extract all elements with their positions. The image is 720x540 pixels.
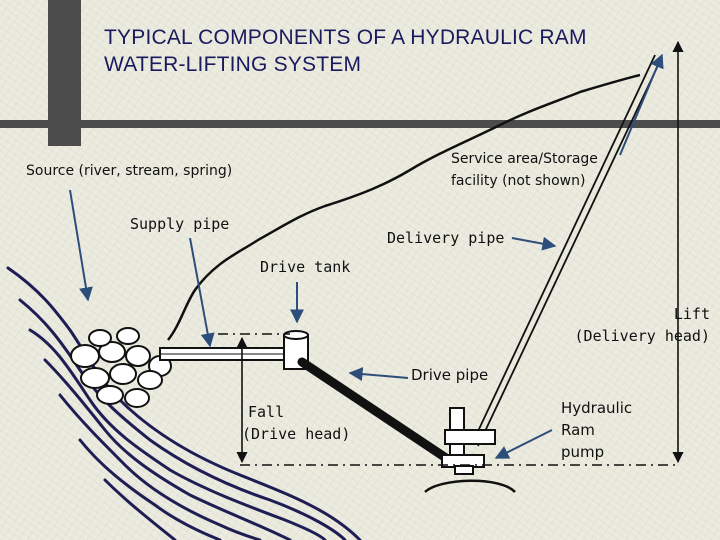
callout-arrows xyxy=(69,53,664,459)
label-ram-pump-line-2: Ram xyxy=(561,421,595,439)
label-drive-pipe: Drive pipe xyxy=(411,366,489,384)
lift-dimension xyxy=(240,40,684,466)
fall-dimension xyxy=(218,333,290,464)
hillside-profile xyxy=(167,73,641,341)
arrow-ram-pump xyxy=(494,429,553,459)
label-supply-pipe: Supply pipe xyxy=(130,215,230,233)
label-drive-tank: Drive tank xyxy=(260,258,351,276)
label-service-area-line-1: Service area/Storage xyxy=(451,151,598,167)
supply-pipe-drawing xyxy=(159,347,289,361)
stream-flow xyxy=(6,266,362,540)
arrow-source xyxy=(69,189,93,302)
label-ram-pump: Hydraulic Ram pump xyxy=(561,397,632,463)
arrow-supply-pipe xyxy=(189,237,215,348)
label-lift: Lift (Delivery head) xyxy=(553,303,710,347)
label-lift-line-2: (Delivery head) xyxy=(574,327,710,345)
drive-pipe-drawing xyxy=(297,357,457,467)
page-title: TYPICAL COMPONENTS OF A HYDRAULIC RAM WA… xyxy=(104,24,684,78)
decorative-horizontal-bar xyxy=(0,120,720,128)
ram-pump-drawing xyxy=(424,407,516,493)
label-fall-line-1: Fall xyxy=(248,403,285,421)
arrow-delivery-pipe xyxy=(511,236,557,251)
label-source: Source (river, stream, spring) xyxy=(26,163,233,179)
rock-dam xyxy=(70,327,172,408)
label-service-area: Service area/Storage facility (not shown… xyxy=(451,148,598,192)
delivery-pipe-drawing xyxy=(471,54,663,447)
arrow-service-area xyxy=(619,53,664,156)
title-line-1: TYPICAL COMPONENTS OF A HYDRAULIC RAM xyxy=(104,26,587,49)
label-fall: Fall (Drive head) xyxy=(242,401,350,445)
label-ram-pump-line-1: Hydraulic xyxy=(561,399,633,417)
label-lift-line-1: Lift xyxy=(673,305,710,323)
label-delivery-pipe: Delivery pipe xyxy=(387,229,505,247)
arrow-drive-pipe xyxy=(348,367,409,382)
label-service-area-line-2: facility (not shown) xyxy=(451,173,586,189)
label-ram-pump-line-3: pump xyxy=(561,443,605,461)
label-fall-line-2: (Drive head) xyxy=(242,425,351,443)
title-line-2: WATER-LIFTING SYSTEM xyxy=(104,53,362,76)
